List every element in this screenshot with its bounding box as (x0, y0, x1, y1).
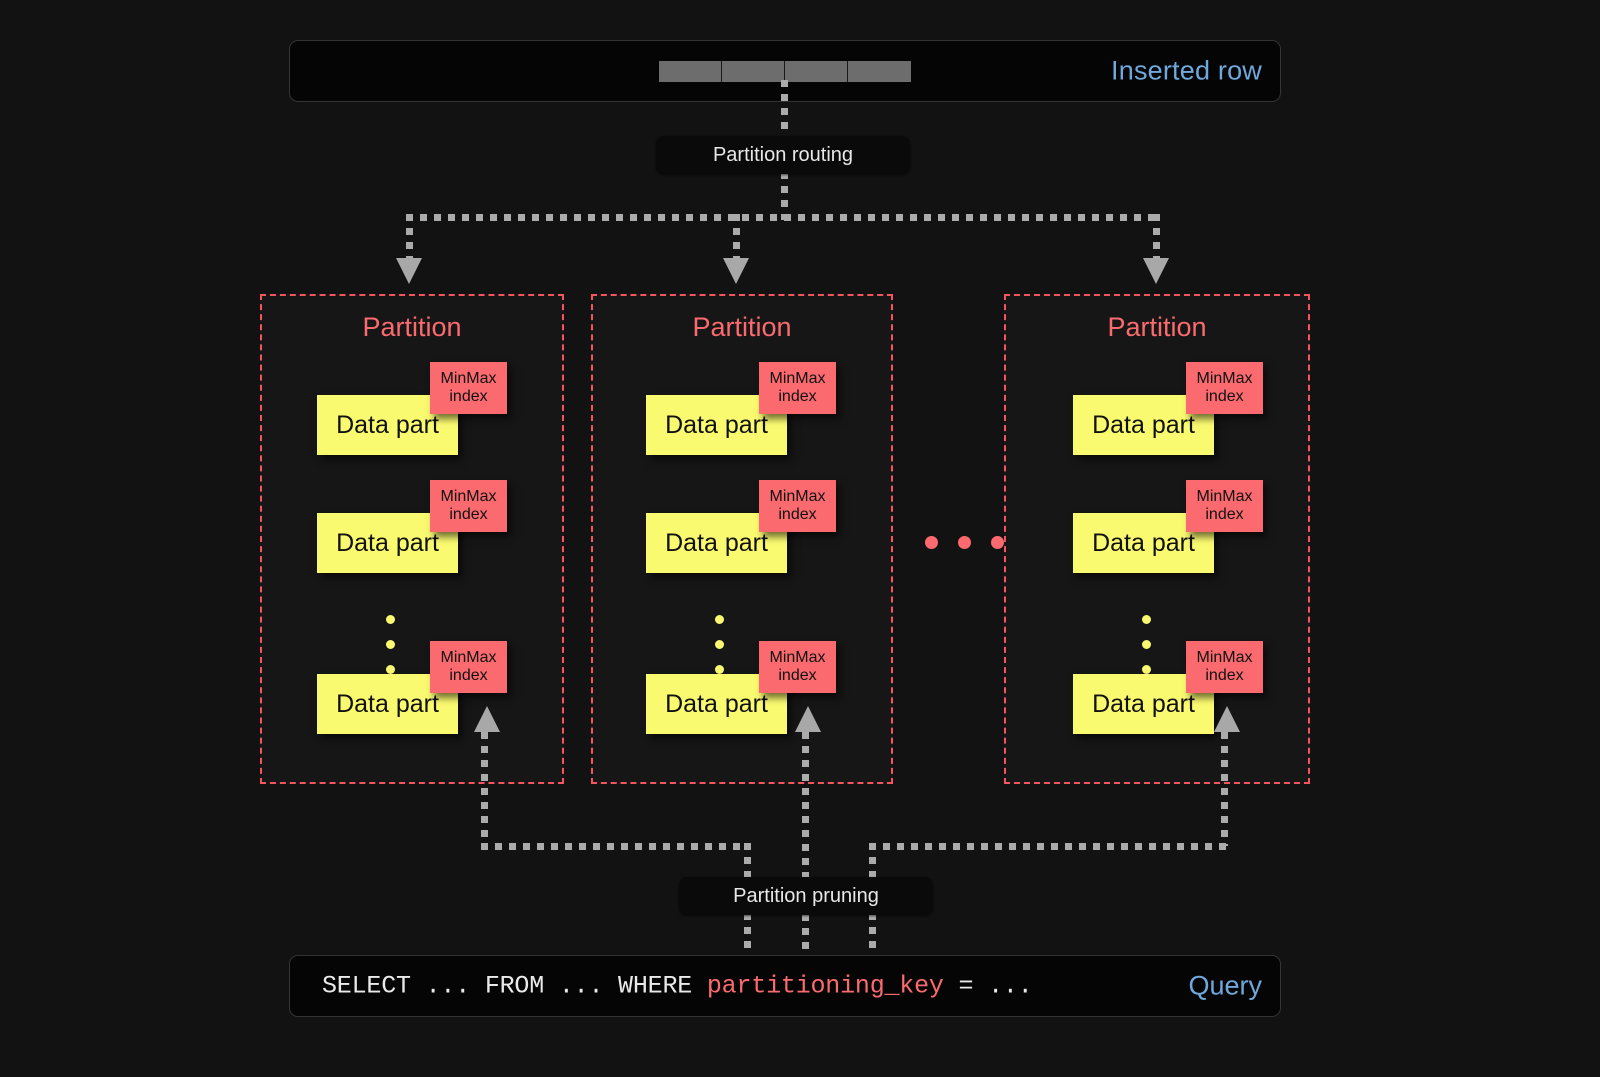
ellipsis-dot (386, 665, 395, 674)
minmax-index-box: MinMax index (430, 362, 507, 414)
minmax-label-line2: index (778, 388, 817, 405)
partition-title: Partition (362, 312, 462, 342)
connector-pruning-to-partition-1 (802, 732, 809, 953)
arrowhead-up-partition-1 (795, 706, 821, 732)
minmax-index-box: MinMax index (430, 480, 507, 532)
arrowhead-down-partition-1 (723, 258, 749, 284)
partition-pruning-label: Partition pruning (679, 877, 933, 915)
connector-bus-to-partition-2 (1153, 214, 1160, 262)
partition-box[interactable]: Partition MinMax index Data part MinMax … (1004, 294, 1310, 784)
ellipsis-dot (1142, 665, 1151, 674)
data-part-box: Data part (1073, 513, 1214, 573)
ellipsis-dot (715, 615, 724, 624)
partitions-ellipsis (925, 536, 1004, 549)
ellipsis-dot (715, 640, 724, 649)
query-label: Query (1188, 970, 1262, 1001)
partition-box[interactable]: Partition MinMax index Data part MinMax … (260, 294, 564, 784)
connector-row-to-routing (781, 80, 788, 138)
inserted-row-label: Inserted row (1111, 55, 1262, 86)
minmax-label-line1: MinMax (1196, 648, 1253, 666)
minmax-index-box: MinMax index (759, 641, 836, 693)
data-parts-ellipsis (715, 615, 724, 674)
connector-routing-bus (406, 214, 1160, 221)
minmax-label-line2: index (1205, 506, 1244, 523)
connector-routing-to-bus (781, 172, 788, 220)
row-cell (848, 61, 911, 82)
data-part-box: Data part (1073, 674, 1214, 734)
minmax-label-line1: MinMax (769, 369, 826, 387)
data-part-box: Data part (646, 674, 787, 734)
minmax-label-line1: MinMax (769, 487, 826, 505)
minmax-index-box: MinMax index (759, 480, 836, 532)
query-suffix: = ... (943, 971, 1033, 1001)
partition-title: Partition (692, 312, 792, 342)
connector-bus-to-partition-0 (406, 214, 413, 262)
minmax-label-line2: index (449, 388, 488, 405)
row-cell (785, 61, 848, 82)
connector-pruning-to-partition-0 (481, 732, 488, 846)
connector-pruning-bus-left (481, 843, 751, 850)
data-parts-ellipsis (1142, 615, 1151, 674)
minmax-label-line2: index (778, 667, 817, 684)
ellipsis-dot (386, 615, 395, 624)
minmax-label-line1: MinMax (440, 487, 497, 505)
ellipsis-dot (1142, 615, 1151, 624)
ellipsis-dot (386, 640, 395, 649)
minmax-label-line1: MinMax (1196, 369, 1253, 387)
query-bar: SELECT ... FROM ... WHERE partitioning_k… (289, 955, 1281, 1017)
minmax-index-box: MinMax index (1186, 480, 1263, 532)
partition-box[interactable]: Partition MinMax index Data part MinMax … (591, 294, 893, 784)
minmax-index-box: MinMax index (759, 362, 836, 414)
minmax-index-box: MinMax index (430, 641, 507, 693)
minmax-label-line1: MinMax (440, 369, 497, 387)
minmax-label-line2: index (1205, 667, 1244, 684)
minmax-label-line2: index (778, 506, 817, 523)
query-keyword: partitioning_key (706, 971, 944, 1001)
minmax-index-box: MinMax index (1186, 641, 1263, 693)
connector-pruning-to-partition-2 (1221, 732, 1228, 846)
partition-title: Partition (1107, 312, 1207, 342)
minmax-label-line2: index (449, 667, 488, 684)
ellipsis-dot (925, 536, 938, 549)
minmax-label-line2: index (1205, 388, 1244, 405)
inserted-row-bar: Inserted row (289, 40, 1281, 102)
ellipsis-dot (1142, 640, 1151, 649)
query-prefix: SELECT ... FROM ... WHERE (322, 971, 707, 1001)
minmax-index-box: MinMax index (1186, 362, 1263, 414)
ellipsis-dot (991, 536, 1004, 549)
data-part-box: Data part (317, 513, 458, 573)
minmax-label-line1: MinMax (769, 648, 826, 666)
query-text: SELECT ... FROM ... WHERE partitioning_k… (322, 972, 1033, 1001)
minmax-label-line1: MinMax (1196, 487, 1253, 505)
arrowhead-up-partition-0 (474, 706, 500, 732)
connector-bus-to-partition-1 (733, 214, 740, 262)
row-cell (659, 61, 722, 82)
arrowhead-down-partition-2 (1143, 258, 1169, 284)
ellipsis-dot (958, 536, 971, 549)
row-cell (722, 61, 785, 82)
ellipsis-dot (715, 665, 724, 674)
partition-routing-label: Partition routing (656, 136, 910, 174)
data-parts-ellipsis (386, 615, 395, 674)
connector-pruning-bus-right (869, 843, 1228, 850)
inserted-row-cells (659, 61, 911, 82)
arrowhead-up-partition-2 (1214, 706, 1240, 732)
arrowhead-down-partition-0 (396, 258, 422, 284)
minmax-label-line1: MinMax (440, 648, 497, 666)
minmax-label-line2: index (449, 506, 488, 523)
